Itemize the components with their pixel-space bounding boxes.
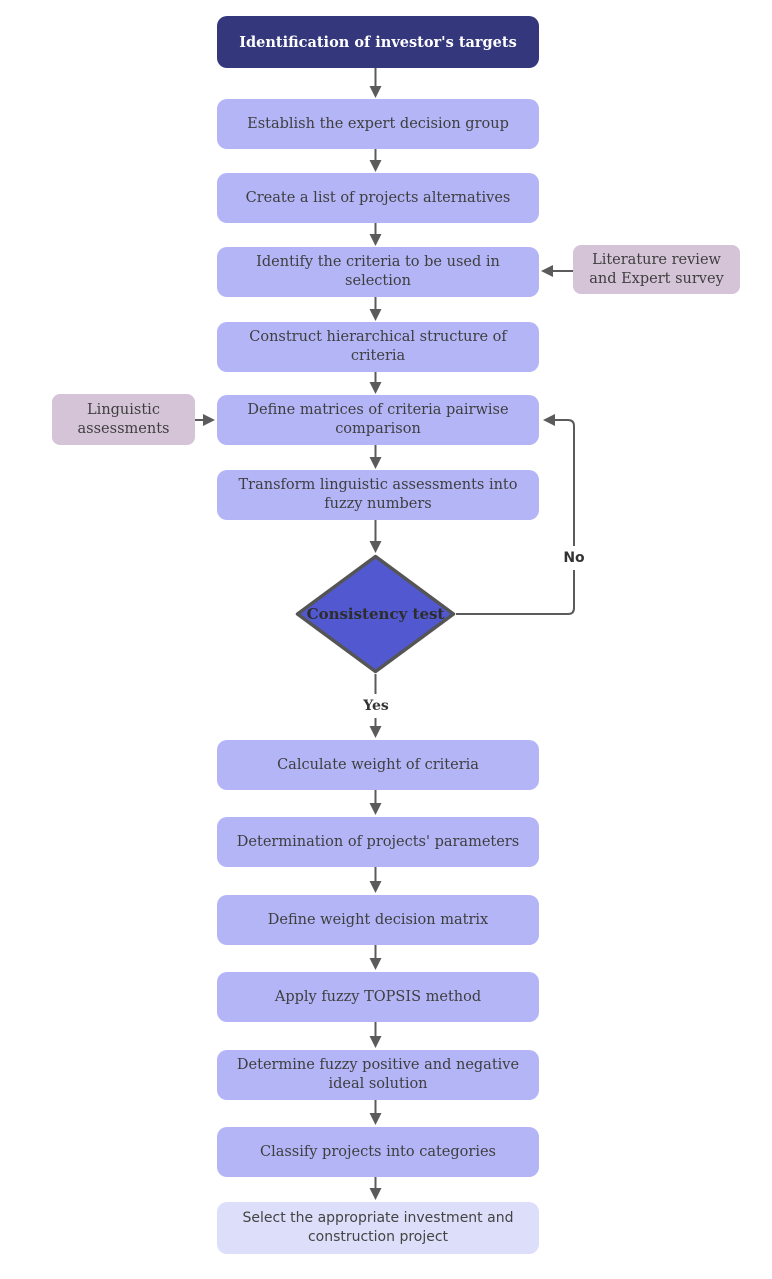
diamond-shape <box>295 554 456 674</box>
input-node-linguistic-assessments: Linguistic assessments <box>52 394 195 445</box>
input-node-literature-review: Literature review and Expert survey <box>573 245 740 294</box>
process-node-pairwise-matrices: Define matrices of criteria pairwise com… <box>217 395 539 445</box>
no-branch-label: No <box>556 546 592 570</box>
process-node-establish-group: Establish the expert decision group <box>217 99 539 149</box>
decision-label: Consistency test <box>306 605 445 623</box>
no-feedback-loop-arrow <box>456 414 575 615</box>
process-node-project-parameters: Determination of projects' parameters <box>217 817 539 867</box>
process-node-apply-topsis: Apply fuzzy TOPSIS method <box>217 972 539 1022</box>
process-node-hierarchical-structure: Construct hierarchical structure of crit… <box>217 322 539 372</box>
end-node-select-project: Select the appropriate investment and co… <box>217 1202 539 1254</box>
decision-node-consistency-test: Consistency test <box>295 554 456 674</box>
start-node: Identification of investor's targets <box>217 16 539 68</box>
process-node-ideal-solutions: Determine fuzzy positive and negative id… <box>217 1050 539 1100</box>
yes-branch-label: Yes <box>354 694 398 718</box>
process-node-calculate-weights: Calculate weight of criteria <box>217 740 539 790</box>
process-node-fuzzy-transform: Transform linguistic assessments into fu… <box>217 470 539 520</box>
process-node-weight-decision-matrix: Define weight decision matrix <box>217 895 539 945</box>
process-node-identify-criteria: Identify the criteria to be used in sele… <box>217 247 539 297</box>
process-node-project-list: Create a list of projects alternatives <box>217 173 539 223</box>
process-node-classify-projects: Classify projects into categories <box>217 1127 539 1177</box>
